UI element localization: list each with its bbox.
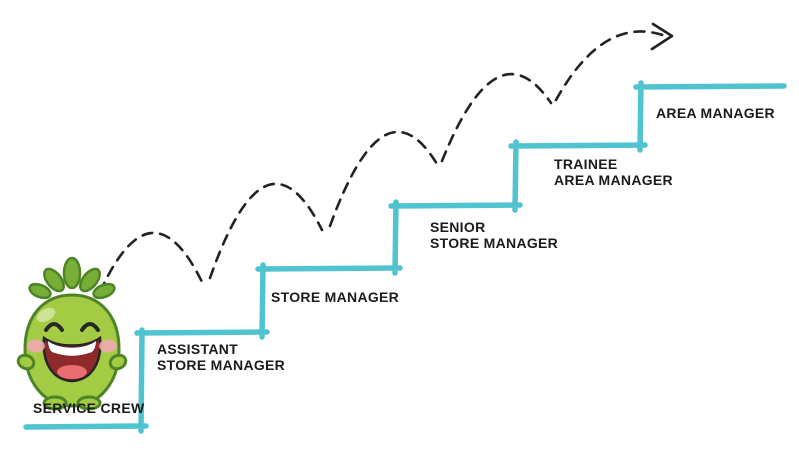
- step-label-area-manager: AREA MANAGER: [656, 105, 775, 121]
- mascot-cheeks: [27, 339, 117, 353]
- mascot-leaf: [62, 256, 82, 290]
- step-label-service-crew: SERVICE CREW: [33, 400, 145, 416]
- mascot-eye-left: [44, 322, 64, 332]
- mascot-leaf: [43, 267, 65, 293]
- step-label-assistant-store-manager: ASSISTANT STORE MANAGER: [157, 341, 286, 374]
- mascot-foot: [42, 395, 68, 411]
- mascot-leaf: [79, 267, 101, 293]
- mascot-foot: [76, 395, 102, 411]
- hop-arc-3: [328, 130, 439, 228]
- stair-steps-line: [23, 80, 787, 434]
- arrow-head-icon: [650, 22, 674, 51]
- mascot-hand: [108, 353, 128, 371]
- step-label-trainee-area-manager: TRAINEE AREA MANAGER: [554, 156, 673, 189]
- mascot-green-character: [16, 256, 128, 411]
- mascot-shine: [36, 307, 56, 323]
- hop-arrows: [98, 22, 674, 294]
- hop-arc-4: [440, 73, 553, 163]
- mascot-tongue: [57, 365, 87, 379]
- step-label-senior-store-manager: SENIOR STORE MANAGER: [430, 219, 559, 252]
- step-label-store-manager: STORE MANAGER: [271, 289, 400, 305]
- staircase: [23, 80, 787, 434]
- mascot-eyes: [44, 322, 100, 332]
- mascot-cheek-right: [99, 339, 117, 353]
- mascot-eye-right: [80, 322, 100, 332]
- hop-arc-5: [554, 30, 670, 102]
- mascot-cheek-left: [27, 339, 45, 353]
- mascot-teeth: [48, 341, 96, 356]
- hop-arc-1: [98, 231, 205, 294]
- mascot-leaf: [28, 282, 52, 300]
- mascot-leaves: [28, 256, 116, 300]
- mascot-hand: [16, 353, 36, 371]
- hop-arc-2: [208, 182, 324, 280]
- mascot-leaf: [92, 282, 116, 300]
